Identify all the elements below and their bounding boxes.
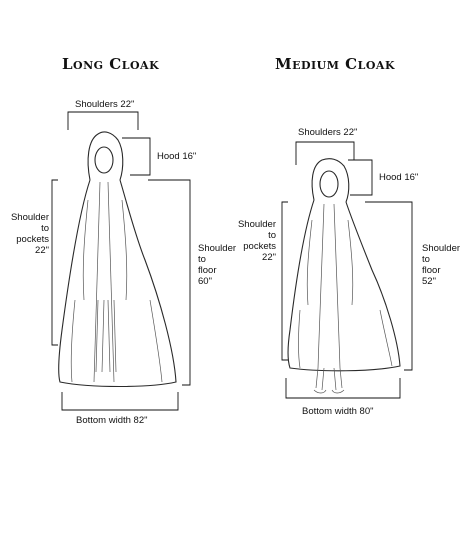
long-cloak-dimensions: [51, 111, 191, 411]
medium-bottom-width-label: Bottom width 80": [302, 406, 374, 417]
medium-hood-label: Hood 16": [379, 172, 419, 183]
medium-cloak-figure: [287, 158, 401, 394]
long-hood-label: Hood 16": [157, 151, 197, 162]
medium-cloak-title: Medium Cloak: [275, 55, 396, 73]
long-shoulder-to-floor-label: Shoulder to floor 60": [198, 243, 237, 287]
long-bottom-width-label: Bottom width 82": [76, 415, 148, 426]
long-cloak-title: Long Cloak: [62, 55, 160, 73]
long-shoulder-to-pockets-label: Shoulder to pockets 22": [10, 212, 49, 256]
medium-shoulders-label: Shoulders 22": [298, 127, 358, 138]
long-cloak-figure: [58, 131, 177, 388]
medium-shoulder-to-pockets-label: Shoulder to pockets 22": [237, 219, 276, 263]
medium-cloak-dimensions: [281, 141, 413, 399]
medium-shoulder-to-floor-label: Shoulder to floor 52": [422, 243, 461, 287]
long-shoulders-label: Shoulders 22": [75, 99, 135, 110]
